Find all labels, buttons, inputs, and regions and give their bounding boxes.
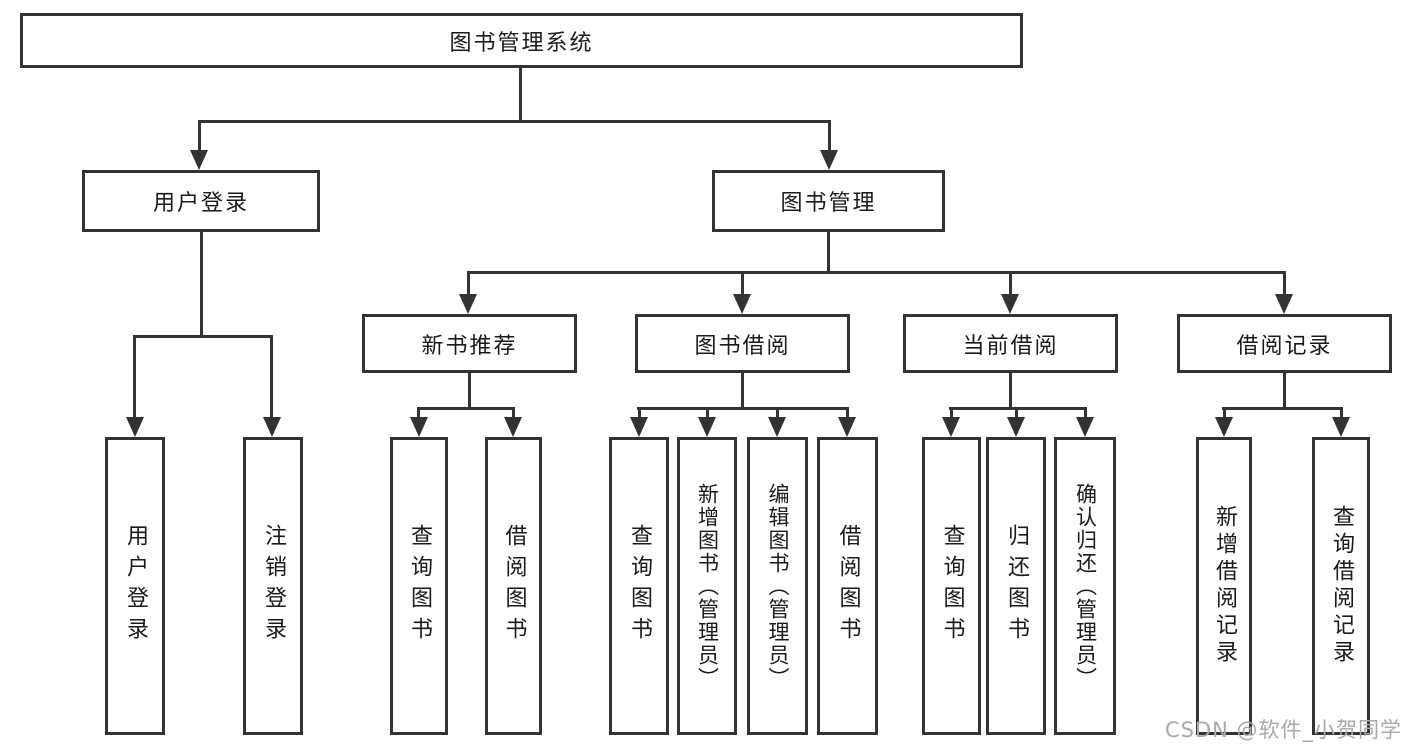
connector-book-mgmt-stem <box>827 232 830 274</box>
arrow-down-icon <box>504 417 522 437</box>
arrow-down-icon <box>1007 417 1025 437</box>
connector-root-stem <box>519 68 522 121</box>
connector-user-login-shaft <box>198 120 201 153</box>
leaf-borrow-books-2: 借阅图书 <box>817 437 878 735</box>
connector-leaf-shaft <box>950 407 953 420</box>
connector-leaf-shaft <box>1340 407 1343 420</box>
leaf-confirm-return-admin-label: 确认归还（管理员） <box>1073 482 1098 690</box>
connector-leaf-shaft <box>776 407 779 420</box>
leaf-query-books-1-label: 查询图书 <box>407 524 432 648</box>
node-borrow-records-label: 借阅记录 <box>1236 333 1333 359</box>
arrow-down-icon <box>733 294 751 314</box>
connector-leaf-shaft <box>417 407 420 420</box>
leaf-logout-label: 注销登录 <box>261 524 286 648</box>
leaf-query-books-3: 查询图书 <box>922 437 981 735</box>
node-root-label: 图书管理系统 <box>449 30 594 56</box>
leaf-borrow-books-2-label: 借阅图书 <box>835 524 861 648</box>
arrow-down-icon <box>838 417 856 437</box>
leaf-query-books-1: 查询图书 <box>390 437 448 735</box>
node-book-borrow: 图书借阅 <box>635 314 850 373</box>
leaf-user-login: 用户登录 <box>105 437 165 735</box>
connector-group-bar <box>637 407 848 410</box>
node-current-borrow: 当前借阅 <box>903 314 1118 373</box>
arrow-down-icon <box>1215 417 1233 437</box>
leaf-borrow-books-1-label: 借阅图书 <box>501 524 527 648</box>
arrow-down-icon <box>190 150 208 170</box>
arrow-down-icon <box>263 417 281 437</box>
arrow-down-icon <box>942 417 960 437</box>
arrow-down-icon <box>1275 294 1293 314</box>
leaf-add-books-admin-label: 新增图书（管理员） <box>695 482 720 690</box>
arrow-down-icon <box>820 150 838 170</box>
connector-group-stem <box>741 373 744 410</box>
leaf-logout: 注销登录 <box>243 437 303 735</box>
connector-leaf-shaft <box>512 407 515 420</box>
connector-level3-bar <box>467 271 1286 274</box>
connector-group-bar <box>1222 407 1341 410</box>
connector-book-mgmt-shaft <box>828 120 831 153</box>
connector-leaf-shaft <box>1223 407 1226 420</box>
leaf-add-borrow-record: 新增借阅记录 <box>1196 437 1252 735</box>
node-book-management-label: 图书管理 <box>780 191 877 216</box>
connector-user-login-bar <box>133 335 273 338</box>
connector-group-stem <box>468 373 471 410</box>
connector-group-stem <box>1283 373 1286 410</box>
arrow-down-icon <box>410 417 428 437</box>
arrow-down-icon <box>768 417 786 437</box>
leaf-query-books-2: 查询图书 <box>609 437 669 735</box>
connector-leaf-shaft <box>1084 407 1087 420</box>
connector-leaf-shaft <box>133 335 136 420</box>
leaf-query-borrow-record: 查询借阅记录 <box>1312 437 1370 735</box>
connector-level3-shaft <box>741 271 744 297</box>
leaf-confirm-return-admin: 确认归还（管理员） <box>1054 437 1116 735</box>
arrow-down-icon <box>126 417 144 437</box>
node-new-book-recommend: 新书推荐 <box>362 314 577 373</box>
node-book-management: 图书管理 <box>712 170 945 232</box>
connector-group-stem <box>1009 373 1012 410</box>
connector-leaf-shaft <box>270 335 273 420</box>
arrow-down-icon <box>698 417 716 437</box>
arrow-down-icon <box>630 417 648 437</box>
leaf-query-borrow-record-label: 查询借阅记录 <box>1329 505 1354 667</box>
arrow-down-icon <box>459 294 477 314</box>
connector-leaf-shaft <box>846 407 849 420</box>
node-user-login: 用户登录 <box>82 170 320 232</box>
arrow-down-icon <box>1076 417 1094 437</box>
arrow-down-icon <box>1001 294 1019 314</box>
leaf-edit-books-admin: 编辑图书（管理员） <box>747 437 808 735</box>
connector-leaf-shaft <box>706 407 709 420</box>
connector-level2-bar <box>198 120 831 123</box>
leaf-return-books-label: 归还图书 <box>1004 524 1029 648</box>
connector-level3-shaft <box>1009 271 1012 297</box>
node-book-borrow-label: 图书借阅 <box>694 333 791 359</box>
leaf-borrow-books-1: 借阅图书 <box>485 437 542 735</box>
node-user-login-label: 用户登录 <box>152 191 249 216</box>
node-root: 图书管理系统 <box>20 13 1023 68</box>
connector-group-bar <box>417 407 515 410</box>
leaf-add-books-admin: 新增图书（管理员） <box>677 437 737 735</box>
watermark: CSDN @软件_小贺同学 <box>1164 718 1402 742</box>
connector-level3-shaft <box>467 271 470 297</box>
connector-leaf-shaft <box>1015 407 1018 420</box>
leaf-user-login-label: 用户登录 <box>123 524 148 648</box>
connector-leaf-shaft <box>638 407 641 420</box>
leaf-edit-books-admin-label: 编辑图书（管理员） <box>766 482 790 690</box>
connector-user-login-stem <box>200 232 203 338</box>
leaf-query-books-3-label: 查询图书 <box>939 524 965 648</box>
leaf-return-books: 归还图书 <box>986 437 1046 735</box>
connector-level3-shaft <box>1283 271 1286 297</box>
leaf-add-borrow-record-label: 新增借阅记录 <box>1212 505 1237 667</box>
node-new-book-recommend-label: 新书推荐 <box>421 333 518 359</box>
node-current-borrow-label: 当前借阅 <box>962 333 1059 359</box>
node-borrow-records: 借阅记录 <box>1177 314 1392 373</box>
leaf-query-books-2-label: 查询图书 <box>627 524 652 648</box>
arrow-down-icon <box>1332 417 1350 437</box>
